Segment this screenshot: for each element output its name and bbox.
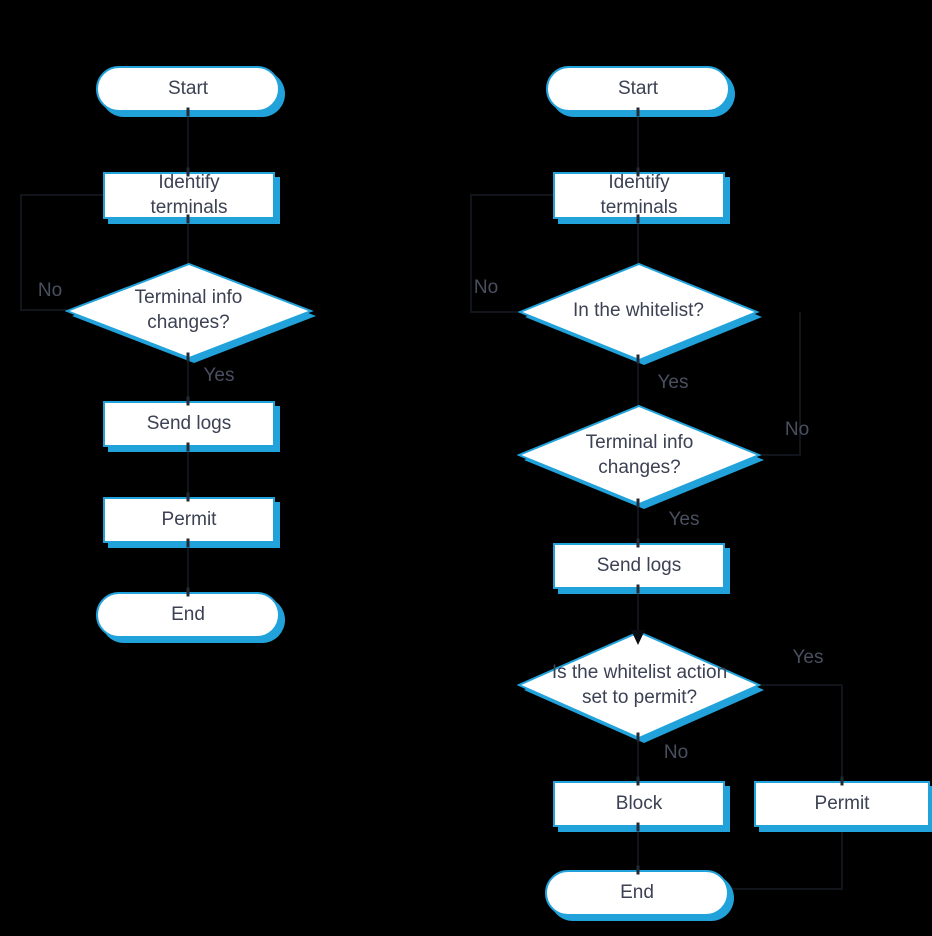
edge-label-whitelist-yes: Yes <box>657 372 689 393</box>
connector-notch <box>186 214 190 224</box>
connector-notch <box>186 492 190 502</box>
connector-notch <box>636 732 640 742</box>
connector-notch <box>186 167 190 177</box>
connector-line <box>187 446 189 497</box>
connector-line <box>637 826 639 870</box>
connector-line <box>637 112 639 172</box>
node-label: End <box>171 603 205 625</box>
node-label: Send logs <box>146 412 232 434</box>
node-label: Identify terminals <box>600 172 678 218</box>
node-label: Permit <box>814 792 870 814</box>
node-label: Identify terminals <box>150 172 228 218</box>
edge-label-whitelist-no: No <box>473 277 499 298</box>
connector-notch <box>636 107 640 117</box>
connector-notch <box>186 396 190 406</box>
connector-line <box>187 219 189 264</box>
terminator-end-left: End <box>96 592 280 638</box>
node-label: Block <box>615 792 663 814</box>
connector-notch <box>636 865 640 875</box>
process-send-logs-left: Send logs <box>103 401 275 447</box>
connector-notch <box>186 538 190 548</box>
terminator-start-left: Start <box>96 66 280 112</box>
edge-label-action-no: No <box>663 742 689 763</box>
diamond-shape <box>517 404 764 509</box>
connector-notch <box>636 538 640 548</box>
edge-label-terminfo-no: No <box>784 419 810 440</box>
process-permit-left: Permit <box>103 497 275 543</box>
process-identify-terminals-right: Identify terminals <box>553 172 725 219</box>
process-identify-terminals-left: Identify terminals <box>103 172 275 219</box>
connector-notch <box>636 822 640 832</box>
connector-line <box>20 195 22 311</box>
connector-line <box>729 888 841 890</box>
connector-notch <box>636 498 640 508</box>
edge-label-yes-left: Yes <box>203 365 235 386</box>
node-label: Is the whitelist action set to permit? <box>551 662 728 708</box>
node-label: Terminal info changes? <box>585 432 694 478</box>
connector-notch <box>186 107 190 117</box>
connector-line <box>637 219 639 264</box>
decision-whitelist-action-right: Is the whitelist action set to permit? <box>517 630 769 748</box>
connector-line <box>187 542 189 592</box>
diamond-shape <box>65 262 316 363</box>
node-label: In the whitelist? <box>573 300 704 322</box>
process-permit-right: Permit <box>754 781 930 827</box>
decision-terminal-info-changes-left: Terminal info changes? <box>65 262 319 366</box>
node-label: Terminal info changes? <box>134 287 243 333</box>
node-label: Permit <box>161 508 217 530</box>
connector-line <box>637 588 639 632</box>
connector-notch <box>636 354 640 364</box>
connector-line <box>759 684 842 686</box>
connector-line <box>20 309 67 311</box>
node-label: Start <box>167 77 209 99</box>
connector-notch <box>186 352 190 362</box>
connector-line <box>799 312 801 455</box>
edge-label-terminfo-yes: Yes <box>668 509 700 530</box>
decision-terminal-info-changes-right: Terminal info changes? <box>517 404 769 514</box>
connector-line <box>637 503 639 543</box>
connector-notch <box>636 776 640 786</box>
connector-notch <box>840 776 844 786</box>
node-label: Send logs <box>596 554 682 576</box>
connector-notch <box>186 587 190 597</box>
connector-notch <box>186 442 190 452</box>
connector-line <box>759 454 801 456</box>
connector-line <box>637 737 639 781</box>
connector-line <box>637 359 639 406</box>
connector-line <box>187 357 189 401</box>
connector-notch <box>636 167 640 177</box>
connector-line <box>187 112 189 172</box>
terminator-start-right: Start <box>546 66 730 112</box>
arrowhead-down-icon <box>631 630 645 645</box>
terminator-end-right: End <box>545 870 729 916</box>
edge-label-no-left: No <box>37 280 63 301</box>
node-label: Start <box>617 77 659 99</box>
process-block-right: Block <box>553 781 725 827</box>
connector-line <box>841 685 843 781</box>
connector-line <box>470 194 553 196</box>
connector-line <box>470 195 472 313</box>
node-label: End <box>620 881 654 903</box>
connector-notch <box>636 214 640 224</box>
connector-line <box>20 194 103 196</box>
decision-in-the-whitelist-right: In the whitelist? <box>518 262 766 368</box>
process-send-logs-right: Send logs <box>553 543 725 589</box>
connector-notch <box>636 584 640 594</box>
connector-line <box>470 311 520 313</box>
edge-label-action-yes: Yes <box>792 647 824 668</box>
connector-line <box>841 826 843 890</box>
